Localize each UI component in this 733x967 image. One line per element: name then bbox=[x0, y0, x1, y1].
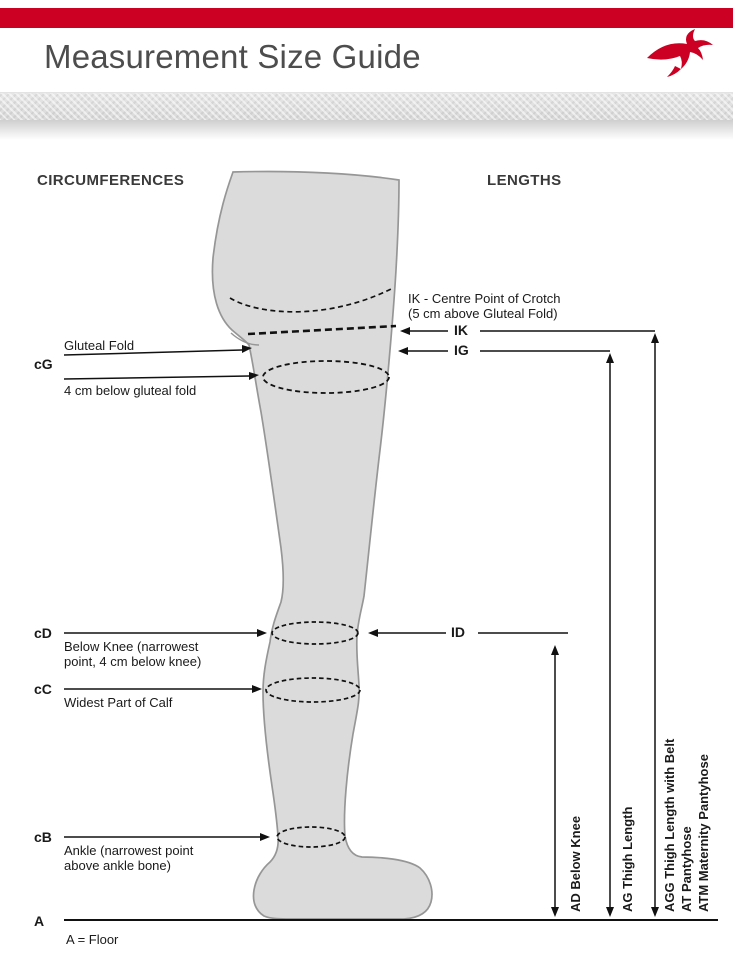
cg-code: cG bbox=[34, 356, 53, 372]
agg-thigh-length-with-belt-label: AGG Thigh Length with Belt bbox=[662, 738, 677, 912]
crotch-note-line2: (5 cm above Gluteal Fold) bbox=[408, 306, 558, 321]
atm-maternity-pantyhose-label: ATM Maternity Pantyhose bbox=[696, 754, 711, 912]
cg-label: 4 cm below gluteal fold bbox=[64, 383, 197, 398]
ik-arrow bbox=[400, 327, 655, 335]
id-marker: ID bbox=[449, 624, 467, 640]
gluteal-fold-label: Gluteal Fold bbox=[64, 338, 135, 353]
ag-length-arrow bbox=[606, 353, 614, 917]
brand-top-bar bbox=[0, 8, 733, 28]
lengths-heading: LENGTHS bbox=[487, 172, 562, 189]
cb-circumference-ellipse bbox=[276, 826, 346, 848]
cc-code: cC bbox=[34, 681, 52, 697]
cb-arrow bbox=[64, 833, 270, 841]
ad-length-arrow bbox=[551, 645, 559, 917]
leg-silhouette bbox=[211, 170, 433, 920]
texture-band bbox=[0, 92, 733, 121]
at-pantyhose-label: AT Pantyhose bbox=[679, 826, 694, 912]
hip-dashed-curve bbox=[229, 287, 394, 313]
gluteal-fold-crease bbox=[230, 332, 260, 346]
cg-circumference-ellipse bbox=[262, 360, 390, 394]
cb-label: Ankle (narrowest point above ankle bone) bbox=[64, 843, 194, 874]
ag-thigh-length-label: AG Thigh Length bbox=[620, 806, 635, 912]
crotch-dashed-line bbox=[247, 324, 397, 336]
gluteal-fold-arrow bbox=[63, 345, 252, 356]
floor-label: A = Floor bbox=[66, 932, 119, 947]
texture-fade bbox=[0, 120, 733, 140]
page-title: Measurement Size Guide bbox=[44, 38, 421, 75]
id-arrow bbox=[368, 629, 568, 637]
cd-circumference-ellipse bbox=[271, 621, 359, 645]
cd-label: Below Knee (narrowest point, 4 cm below … bbox=[64, 639, 202, 670]
agg-length-arrow bbox=[651, 333, 659, 917]
cc-label: Widest Part of Calf bbox=[64, 695, 173, 710]
cd-code: cD bbox=[34, 625, 52, 641]
cc-arrow bbox=[64, 685, 262, 693]
floor-code: A bbox=[34, 913, 45, 929]
ik-marker: IK bbox=[452, 322, 470, 338]
cb-code: cB bbox=[34, 829, 52, 845]
circumferences-heading: CIRCUMFERENCES bbox=[37, 172, 185, 189]
cg-arrow bbox=[63, 372, 259, 380]
cc-circumference-ellipse bbox=[265, 677, 361, 703]
ig-marker: IG bbox=[452, 342, 471, 358]
swallow-logo-icon bbox=[647, 29, 713, 77]
ad-below-knee-label: AD Below Knee bbox=[568, 815, 583, 912]
ig-arrow bbox=[398, 347, 610, 355]
crotch-note-line1: IK - Centre Point of Crotch bbox=[408, 291, 561, 306]
cd-arrow bbox=[64, 629, 267, 637]
